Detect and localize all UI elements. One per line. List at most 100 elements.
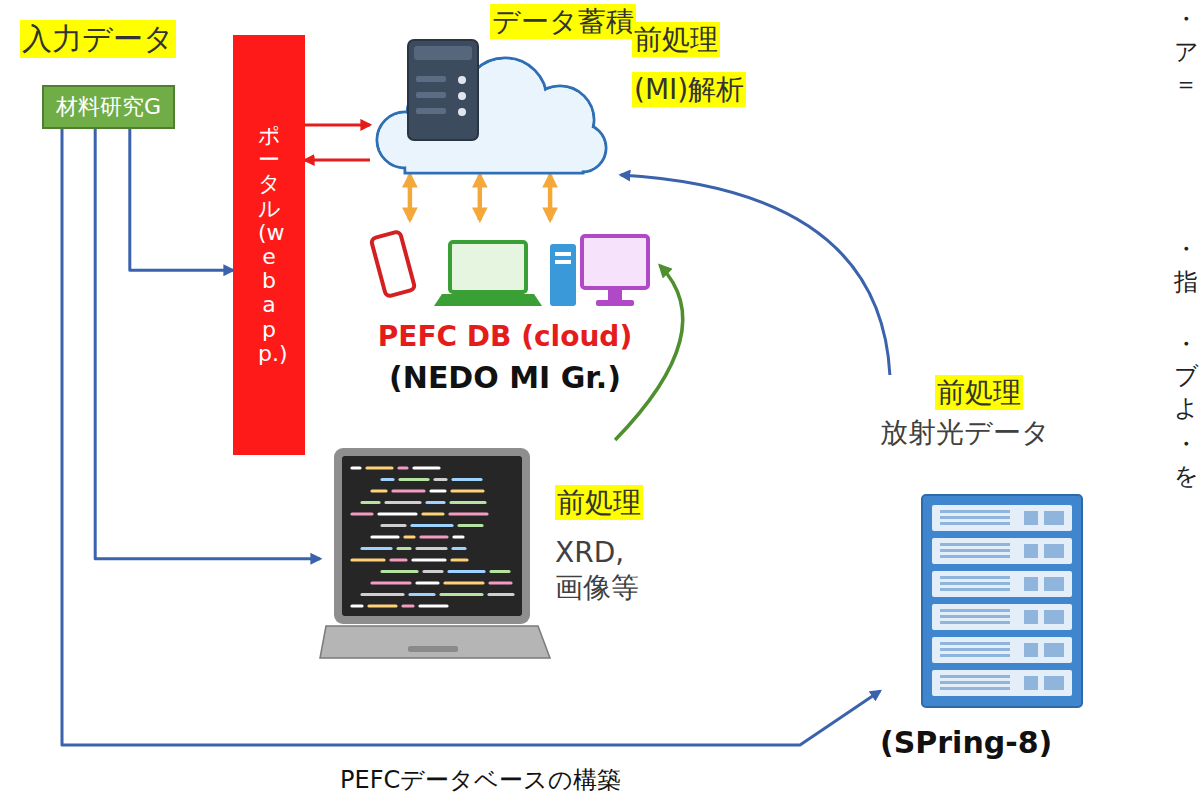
- art-shape: [1024, 610, 1038, 624]
- text-holder: PEFC DB (cloud): [350, 320, 660, 353]
- code-line: [352, 604, 362, 607]
- label-holder: ・: [1174, 5, 1198, 34]
- code-line: [427, 501, 444, 504]
- clipped-note: ・: [1174, 235, 1198, 264]
- art-shape: [320, 626, 550, 658]
- code-line: [449, 570, 484, 573]
- label-holder: ・: [1174, 235, 1198, 264]
- art-shape: [932, 505, 1072, 531]
- code-line: [405, 535, 414, 538]
- label-holder: ブ: [1174, 362, 1199, 391]
- connector-arrow: [478, 175, 483, 220]
- art-shape: [932, 538, 1072, 564]
- art-shape: [1024, 544, 1038, 558]
- section-label: 入力データ: [20, 20, 176, 58]
- code-line: [413, 558, 445, 561]
- code-line: [452, 558, 467, 561]
- art-shape: [940, 654, 1010, 657]
- code-line: [454, 535, 463, 538]
- code-line: [391, 558, 406, 561]
- art-shape: [940, 648, 1010, 651]
- code-line: [362, 501, 379, 504]
- art-shape: [414, 46, 472, 60]
- clipped-note: よ: [1174, 394, 1199, 423]
- code-line: [403, 604, 413, 607]
- art-shape: [940, 621, 1010, 624]
- art-shape: [416, 76, 446, 82]
- label-holder: よ: [1174, 394, 1199, 423]
- art-shape: [932, 571, 1072, 597]
- art-shape: [940, 588, 1010, 591]
- code-line: [372, 581, 410, 584]
- code-line: [382, 478, 393, 481]
- code-line: [453, 478, 481, 481]
- node-text: (NEDO MI Gr.): [389, 360, 621, 395]
- code-line: [421, 535, 447, 538]
- clipped-note: ＝: [1174, 70, 1198, 99]
- code-line: [451, 501, 485, 504]
- art-shape: [932, 670, 1072, 696]
- text-holder: XRD, 画像等: [555, 535, 655, 605]
- art-shape: [1044, 511, 1064, 525]
- code-line: [414, 466, 439, 469]
- art-shape: [408, 40, 478, 140]
- server-node: 前処理放射光データ (SPring-8): [880, 375, 1100, 775]
- node-text: 材料研究G: [56, 92, 161, 122]
- art-shape: [416, 108, 446, 114]
- art-shape: [932, 637, 1072, 663]
- code-line: [417, 581, 438, 584]
- code-line: [362, 547, 391, 550]
- text-holder: (MI)解析: [632, 72, 746, 107]
- art-shape: [334, 448, 530, 624]
- text-holder: (NEDO MI Gr.): [350, 360, 660, 395]
- connector-group: [62, 125, 890, 745]
- label-holder: ・: [1174, 330, 1198, 359]
- node-text: 放射光データ: [880, 415, 1050, 450]
- code-line: [417, 547, 446, 550]
- code-line: [398, 547, 410, 550]
- code-line: [423, 512, 443, 515]
- code-line: [400, 478, 428, 481]
- code-line: [412, 524, 452, 527]
- code-line: [450, 512, 487, 515]
- art-shape: [550, 244, 576, 306]
- art-shape: [940, 549, 1010, 552]
- code-line: [452, 489, 483, 492]
- code-line: [453, 547, 465, 550]
- text-holder: 前処理: [632, 22, 720, 57]
- code-line: [445, 581, 483, 584]
- art-shape: [940, 609, 1010, 612]
- code-line: [372, 535, 398, 538]
- label-holder: ア: [1174, 38, 1199, 67]
- art-shape: [458, 108, 466, 116]
- node-text: PEFC DB (cloud): [378, 320, 632, 353]
- art-shape: [940, 576, 1010, 579]
- connector-arrow: [305, 123, 370, 126]
- art-shape: [1044, 544, 1064, 558]
- process-box: 材料研究G: [42, 85, 175, 129]
- label-holder: を: [1174, 462, 1199, 491]
- connector-arrow: [408, 175, 413, 220]
- text-holder: 前処理: [935, 375, 1023, 410]
- art-shape: [458, 92, 466, 100]
- art-shape: [1044, 577, 1064, 591]
- art-shape: [416, 92, 446, 98]
- code-line: [435, 478, 446, 481]
- art-shape: [1044, 643, 1064, 657]
- art-shape: [458, 76, 466, 84]
- code-line: [489, 593, 513, 596]
- node-text: XRD, 画像等: [555, 535, 655, 605]
- text-holder: (SPring-8): [880, 725, 1052, 760]
- cloud-server: データ蓄積前処理(MI)解析: [370, 0, 750, 175]
- art-shape: [1024, 511, 1038, 525]
- art-shape: [408, 646, 458, 652]
- code-line: [369, 604, 396, 607]
- clipped-note: 指: [1174, 268, 1198, 297]
- code-line: [393, 489, 424, 492]
- code-line: [386, 501, 420, 504]
- device-icons: [350, 220, 660, 315]
- art-shape: [922, 495, 1082, 707]
- clipped-note: ・: [1174, 330, 1198, 359]
- node-text: (SPring-8): [880, 725, 1052, 760]
